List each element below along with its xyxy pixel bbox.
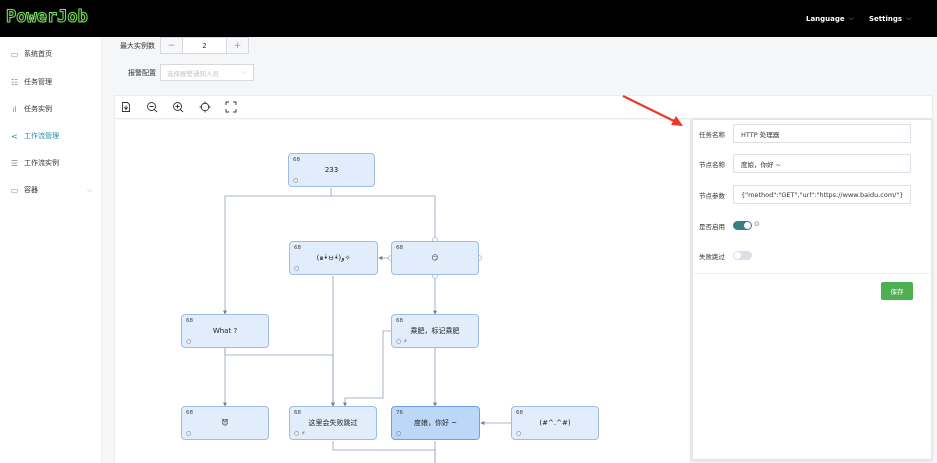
workflow-node[interactable]: 68 What ? ○ xyxy=(181,314,269,348)
save-button[interactable]: 保存 xyxy=(881,282,913,300)
check-circle-icon: ⊙ xyxy=(754,220,760,228)
node-id: 68 xyxy=(396,245,403,251)
sliders-icon: ☰ xyxy=(10,158,19,168)
workflow-node[interactable]: 68 乘肥，标记乘肥 ○ ⚡ xyxy=(391,314,479,348)
status-icon: ○ xyxy=(294,265,300,272)
node-title: 233 xyxy=(324,166,339,174)
app-logo[interactable]: PowerJob xyxy=(6,7,89,28)
skip-on-failure-label: 失败跳过 xyxy=(699,253,725,261)
node-id: 76 xyxy=(396,410,403,416)
node-id: 68 xyxy=(516,410,523,416)
monitor-icon: ▭ xyxy=(10,49,19,59)
language-label: Language xyxy=(806,14,845,23)
fullscreen-icon[interactable] xyxy=(225,101,237,113)
node-name-label: 节点名称 xyxy=(699,161,725,169)
status-icon: ○ xyxy=(396,430,402,437)
decrement-button[interactable]: − xyxy=(161,38,182,53)
dag-toolbar xyxy=(114,95,933,119)
chevron-down-icon: ⌵ xyxy=(87,185,93,194)
language-menu[interactable]: Language ⌵ xyxy=(806,14,854,23)
share-icon: < xyxy=(11,131,18,141)
sidebar: ▭ 系统首页 ☷ 任务管理 ıl 任务实例 < 工作流管理 ☰ 工作流实例 ▭ … xyxy=(0,37,102,463)
node-title: 这里会失败跳过 xyxy=(308,419,358,427)
sidebar-item-label: 容器 xyxy=(24,186,38,194)
workflow-node[interactable]: 68 (๑•̀ㅂ•́)و✧ ○ xyxy=(289,241,378,275)
zoom-out-icon[interactable] xyxy=(146,101,158,113)
sidebar-item-label: 系统首页 xyxy=(24,50,52,58)
task-name-field[interactable]: HTTP 处理器 xyxy=(733,124,911,143)
status-icon: ○ xyxy=(186,430,192,437)
node-title: 度娘，你好 ~ xyxy=(413,419,458,427)
alarm-receiver-select[interactable]: 选择报警通知人员 ⌵ xyxy=(160,64,254,81)
sidebar-item-workflow-instances[interactable]: ☰ 工作流实例 xyxy=(10,158,59,168)
node-title: 😏 xyxy=(431,254,439,262)
node-name-field[interactable]: 度娘，你好 ~ xyxy=(733,154,911,173)
chevron-down-icon: ⌵ xyxy=(906,14,912,22)
container-icon: ▭ xyxy=(10,185,19,195)
node-id: 68 xyxy=(293,157,300,163)
workflow-dag-canvas[interactable]: 68 233 ○ 68 (๑•̀ㅂ•́)و✧ ○ 68 😏 68 What ? … xyxy=(114,120,691,463)
status-icon: ○ xyxy=(186,338,192,345)
workflow-node[interactable]: 68 😈 ○ xyxy=(181,406,269,440)
export-icon[interactable] xyxy=(120,101,132,113)
settings-menu[interactable]: Settings ⌵ xyxy=(869,14,911,23)
node-title: 乘肥，标记乘肥 xyxy=(410,327,460,335)
increment-button[interactable]: + xyxy=(227,38,248,53)
node-params-label: 节点参数 xyxy=(699,192,725,200)
bar-chart-icon: ıl xyxy=(12,104,17,114)
skip-icon: ⚡ xyxy=(403,338,408,345)
workflow-node[interactable]: 68 😏 xyxy=(391,241,479,275)
task-name-label: 任务名称 xyxy=(699,131,725,139)
workflow-node[interactable]: 68 (#^.^#) ○ xyxy=(511,406,599,440)
status-icon: ○ xyxy=(516,430,522,437)
max-instances-stepper[interactable]: − 2 + xyxy=(160,37,249,54)
node-title: 😈 xyxy=(221,419,229,427)
zoom-in-icon[interactable] xyxy=(172,101,184,113)
skip-on-failure-toggle[interactable] xyxy=(733,251,752,260)
node-id: 68 xyxy=(186,410,193,416)
alarm-placeholder: 选择报警通知人员 xyxy=(167,69,219,78)
enabled-toggle[interactable] xyxy=(733,221,752,230)
panel-divider xyxy=(693,273,931,274)
node-title: (#^.^#) xyxy=(539,419,571,427)
locate-icon[interactable] xyxy=(199,101,211,113)
node-id: 68 xyxy=(396,318,403,324)
status-icon: ○ xyxy=(396,338,402,345)
sidebar-item-tasks[interactable]: ☷ 任务管理 xyxy=(10,77,52,87)
sidebar-item-label: 任务实例 xyxy=(24,105,52,113)
settings-label: Settings xyxy=(869,14,903,23)
node-edit-panel: 任务名称 HTTP 处理器 节点名称 度娘，你好 ~ 节点参数 {"method… xyxy=(692,119,932,460)
max-instances-value[interactable]: 2 xyxy=(182,38,227,53)
workflow-node-selected[interactable]: 76 度娘，你好 ~ ○ xyxy=(391,406,480,440)
sidebar-item-containers[interactable]: ▭ 容器 ⌵ xyxy=(10,185,93,195)
sidebar-item-label: 任务管理 xyxy=(24,78,52,86)
node-title: What ? xyxy=(212,327,238,335)
node-id: 68 xyxy=(186,318,193,324)
node-id: 68 xyxy=(294,245,301,251)
skip-icon: ⚡ xyxy=(301,430,306,437)
sidebar-item-home[interactable]: ▭ 系统首页 xyxy=(10,49,52,59)
alarm-config-label: 报警配置 xyxy=(128,69,156,77)
node-id: 68 xyxy=(294,410,301,416)
top-bar: PowerJob Language ⌵ Settings ⌵ xyxy=(0,0,937,37)
enabled-label: 是否启用 xyxy=(699,223,725,231)
chevron-down-icon: ⌵ xyxy=(848,14,854,22)
sidebar-item-label: 工作流实例 xyxy=(24,159,59,167)
node-params-field[interactable]: {"method":"GET","url":"https://www.baidu… xyxy=(733,185,911,204)
status-icon: ○ xyxy=(294,430,300,437)
node-title: (๑•̀ㅂ•́)و✧ xyxy=(316,253,351,262)
sidebar-item-workflows[interactable]: < 工作流管理 xyxy=(10,131,59,141)
workflow-node[interactable]: 68 这里会失败跳过 ○ ⚡ xyxy=(289,406,377,440)
workflow-node[interactable]: 68 233 ○ xyxy=(288,153,375,187)
sidebar-item-task-instances[interactable]: ıl 任务实例 xyxy=(10,104,52,114)
max-instances-label: 最大实例数 xyxy=(120,42,155,50)
status-icon: ○ xyxy=(293,177,299,184)
chevron-down-icon: ⌵ xyxy=(242,68,247,76)
task-icon: ☷ xyxy=(10,77,19,87)
sidebar-item-label: 工作流管理 xyxy=(24,132,59,140)
